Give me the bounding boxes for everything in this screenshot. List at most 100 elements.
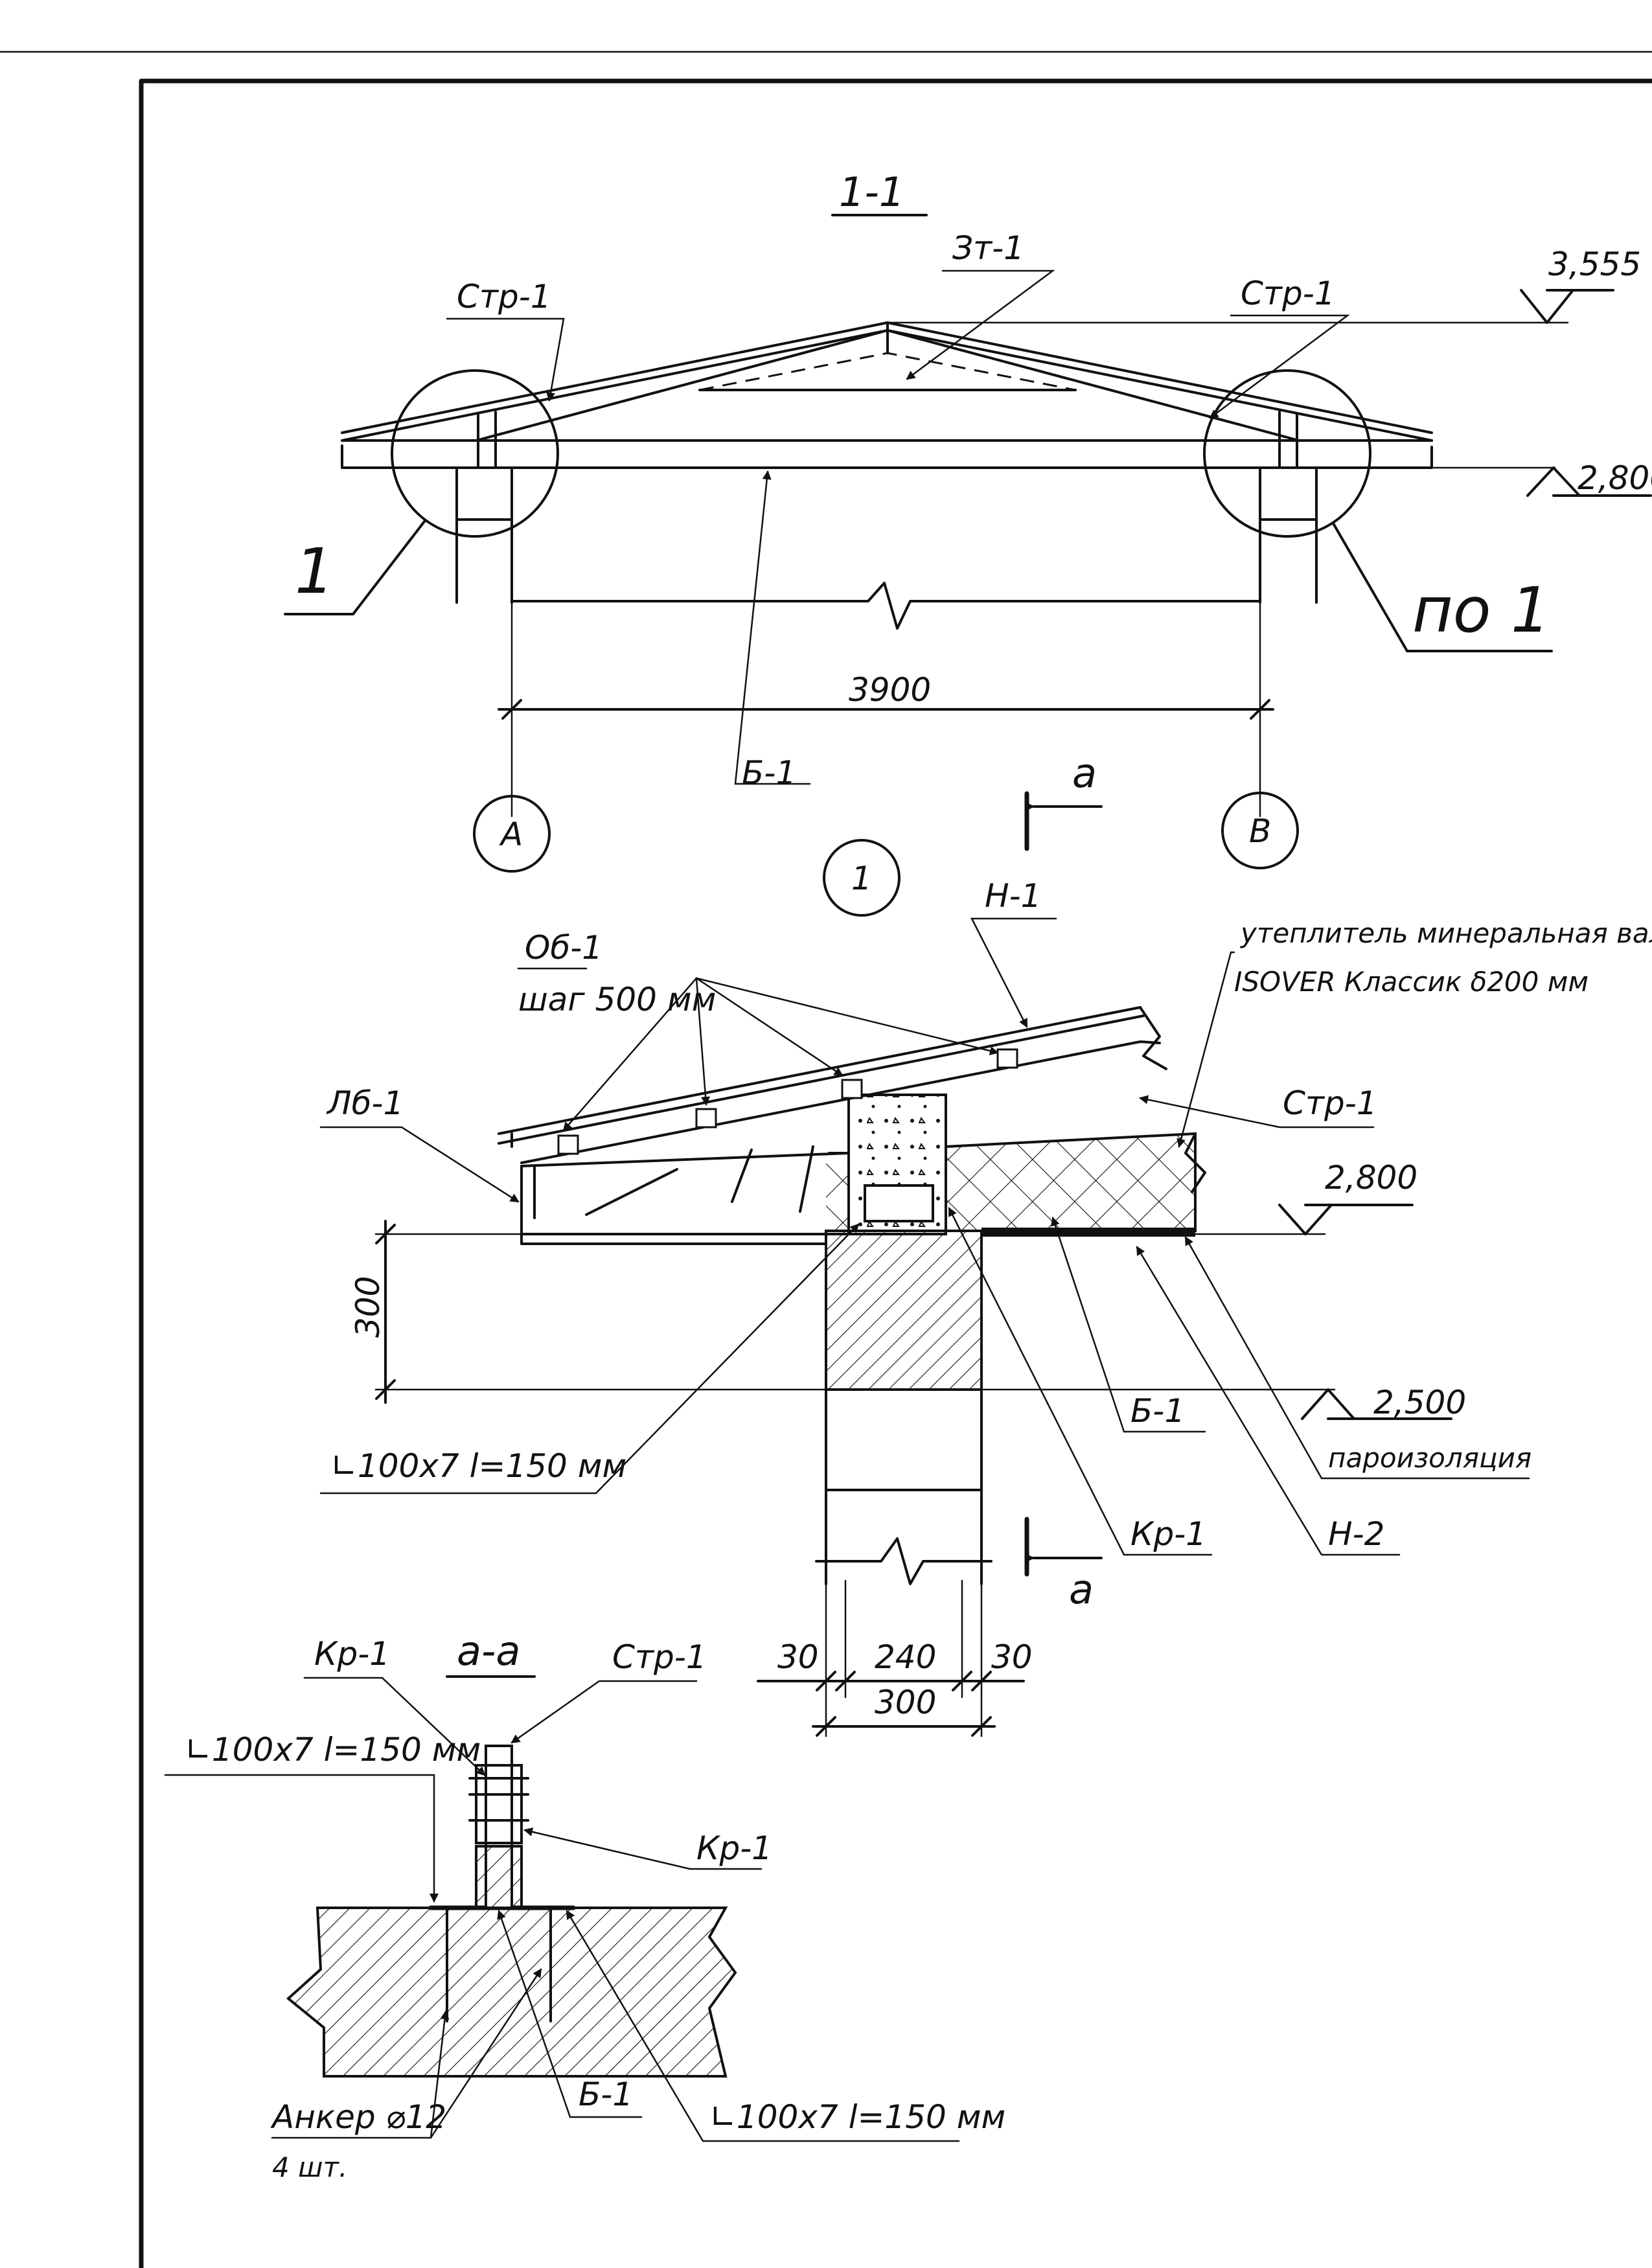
leader-angle-bottom [566, 1910, 960, 2142]
roof-sheet-top [498, 1006, 1141, 1135]
wood-grain-1 [585, 1168, 678, 1216]
label-h1: Н-1 [985, 877, 1041, 915]
label-angle-bottom: ∟100х7 l=150 мм [709, 2098, 1005, 2136]
section-aa-title: а-а [457, 1627, 520, 1675]
insulation-fill [945, 1132, 1197, 1232]
label-insulation-2: ISOVER Классик δ200 мм [1234, 966, 1589, 998]
leader-lb1 [319, 1126, 520, 1203]
dim-total: 300 [875, 1684, 936, 1721]
label-zt1: Зт-1 [952, 229, 1024, 267]
leader-kr1 [948, 1207, 1213, 1556]
label-kr1-top: Кр-1 [314, 1635, 390, 1673]
dim-tick-left [501, 699, 522, 720]
node-leader-left [284, 520, 426, 615]
leader-anchor-1 [430, 2010, 450, 2139]
detail-node-number: 1 [851, 860, 872, 897]
leader-h1 [970, 917, 1057, 1028]
elev-wall-mark [1301, 1388, 1355, 1420]
label-lb1: Лб-1 [326, 1084, 404, 1122]
elev-eave-mark [1278, 1204, 1333, 1235]
leader-kr1-top [303, 1677, 486, 1776]
leader-angle-left [164, 1774, 439, 1903]
dim-row2-tick-1 [816, 1716, 836, 1737]
leader-vapor [1184, 1236, 1530, 1480]
leader-angle [319, 1223, 860, 1495]
wood-grain-3 [799, 1145, 814, 1213]
eave-beam-top [520, 1152, 850, 1235]
dim-height-tick-bottom [375, 1379, 396, 1400]
elev-top-mark [1520, 289, 1574, 324]
axis-label-b: В [1249, 812, 1271, 850]
batten-3 [841, 1079, 863, 1099]
dim-wall: 240 [875, 1638, 936, 1676]
dim-row2-tick-2 [971, 1716, 992, 1737]
dim-tick-right [1250, 699, 1270, 720]
break-line [511, 582, 1261, 630]
axis-bubble-a [473, 795, 551, 873]
label-str1-right: Стр-1 [1241, 275, 1335, 312]
dim-height-tick-top [375, 1224, 396, 1244]
beam-b1 [341, 444, 1433, 469]
node-number-left: 1 [295, 535, 334, 608]
section-cut-letter-top: а [1072, 750, 1097, 797]
leader-ob1-2 [695, 977, 711, 1106]
label-str1: Стр-1 [1283, 1084, 1377, 1122]
wood-grain-2 [731, 1149, 753, 1203]
label-ob1: Об-1 [525, 929, 602, 967]
label-angle: ∟100х7 l=150 мм [330, 1447, 626, 1485]
leader-ob1-3 [695, 977, 843, 1077]
roof-break [1139, 1006, 1167, 1070]
label-angle-left: ∟100х7 l=150 мм [185, 1731, 481, 1769]
insulation-break [1184, 1132, 1206, 1193]
label-b1: Б-1 [1130, 1392, 1185, 1430]
detail-node-bubble [823, 839, 901, 917]
section-title: 1-1 [839, 168, 904, 216]
axis-label-a: А [499, 816, 523, 853]
dim-right-offset: 30 [991, 1638, 1033, 1676]
leader-kr1-right [523, 1827, 763, 1870]
label-b1: Б-1 [579, 2076, 633, 2113]
ridge-dashed [699, 352, 1076, 391]
node-leader-right [1332, 522, 1553, 652]
label-str1-left: Стр-1 [457, 278, 551, 315]
ceiling-layer [981, 1228, 1195, 1237]
batten-4 [996, 1048, 1018, 1069]
elev-eave-value: 2,800 [1577, 459, 1652, 497]
leader-str1 [1139, 1095, 1375, 1128]
elev-top-value: 3,555 [1548, 246, 1641, 283]
elev-eave-value: 2,800 [1325, 1159, 1417, 1197]
dim-row1-tick-2 [835, 1671, 856, 1691]
section-a-a: а-а Кр-1 Стр-1 ∟100х7 l=150 мм Кр-1 Анке… [164, 1627, 1005, 2183]
insulation-left-fill [826, 1160, 849, 1231]
leader-b1 [1051, 1217, 1206, 1433]
dim-row1-tick-1 [816, 1671, 836, 1691]
batten-1 [557, 1134, 579, 1155]
leader-h2 [1136, 1246, 1401, 1556]
node-circle-left [391, 369, 559, 538]
dim-row1-tick-3 [952, 1671, 972, 1691]
leader-ob1-1 [562, 977, 698, 1132]
kr1-bracket [864, 1184, 934, 1222]
label-anchor-2: 4 шт. [272, 2151, 347, 2183]
axis-bubble-b [1221, 792, 1299, 869]
label-vapor: пароизоляция [1328, 1442, 1532, 1474]
slab-hatched [286, 1907, 737, 2078]
label-str1: Стр-1 [612, 1638, 707, 1676]
label-kr1: Кр-1 [1130, 1515, 1206, 1553]
wall-hatched [825, 1230, 983, 1391]
leader-b1 [734, 470, 811, 785]
dim-left-offset: 30 [777, 1638, 819, 1676]
leader-zt1 [906, 269, 1055, 380]
batten-2 [695, 1108, 717, 1128]
node-circle-right [1203, 369, 1371, 538]
leader-ob1-4 [695, 977, 999, 1055]
label-insulation-1: утеплитель минеральная вал [1239, 917, 1652, 949]
leader-str1-right [1209, 314, 1350, 419]
label-b1: Б-1 [742, 754, 796, 792]
eave-fascia [520, 1165, 536, 1245]
section-cut-letter-bottom: а [1069, 1566, 1094, 1613]
section-1-1: 1-1 1 по 1 Стр-1 Зт-1 Стр- [284, 168, 1652, 873]
label-kr1-right: Кр-1 [696, 1829, 772, 1867]
elev-eave-mark [1526, 466, 1581, 497]
